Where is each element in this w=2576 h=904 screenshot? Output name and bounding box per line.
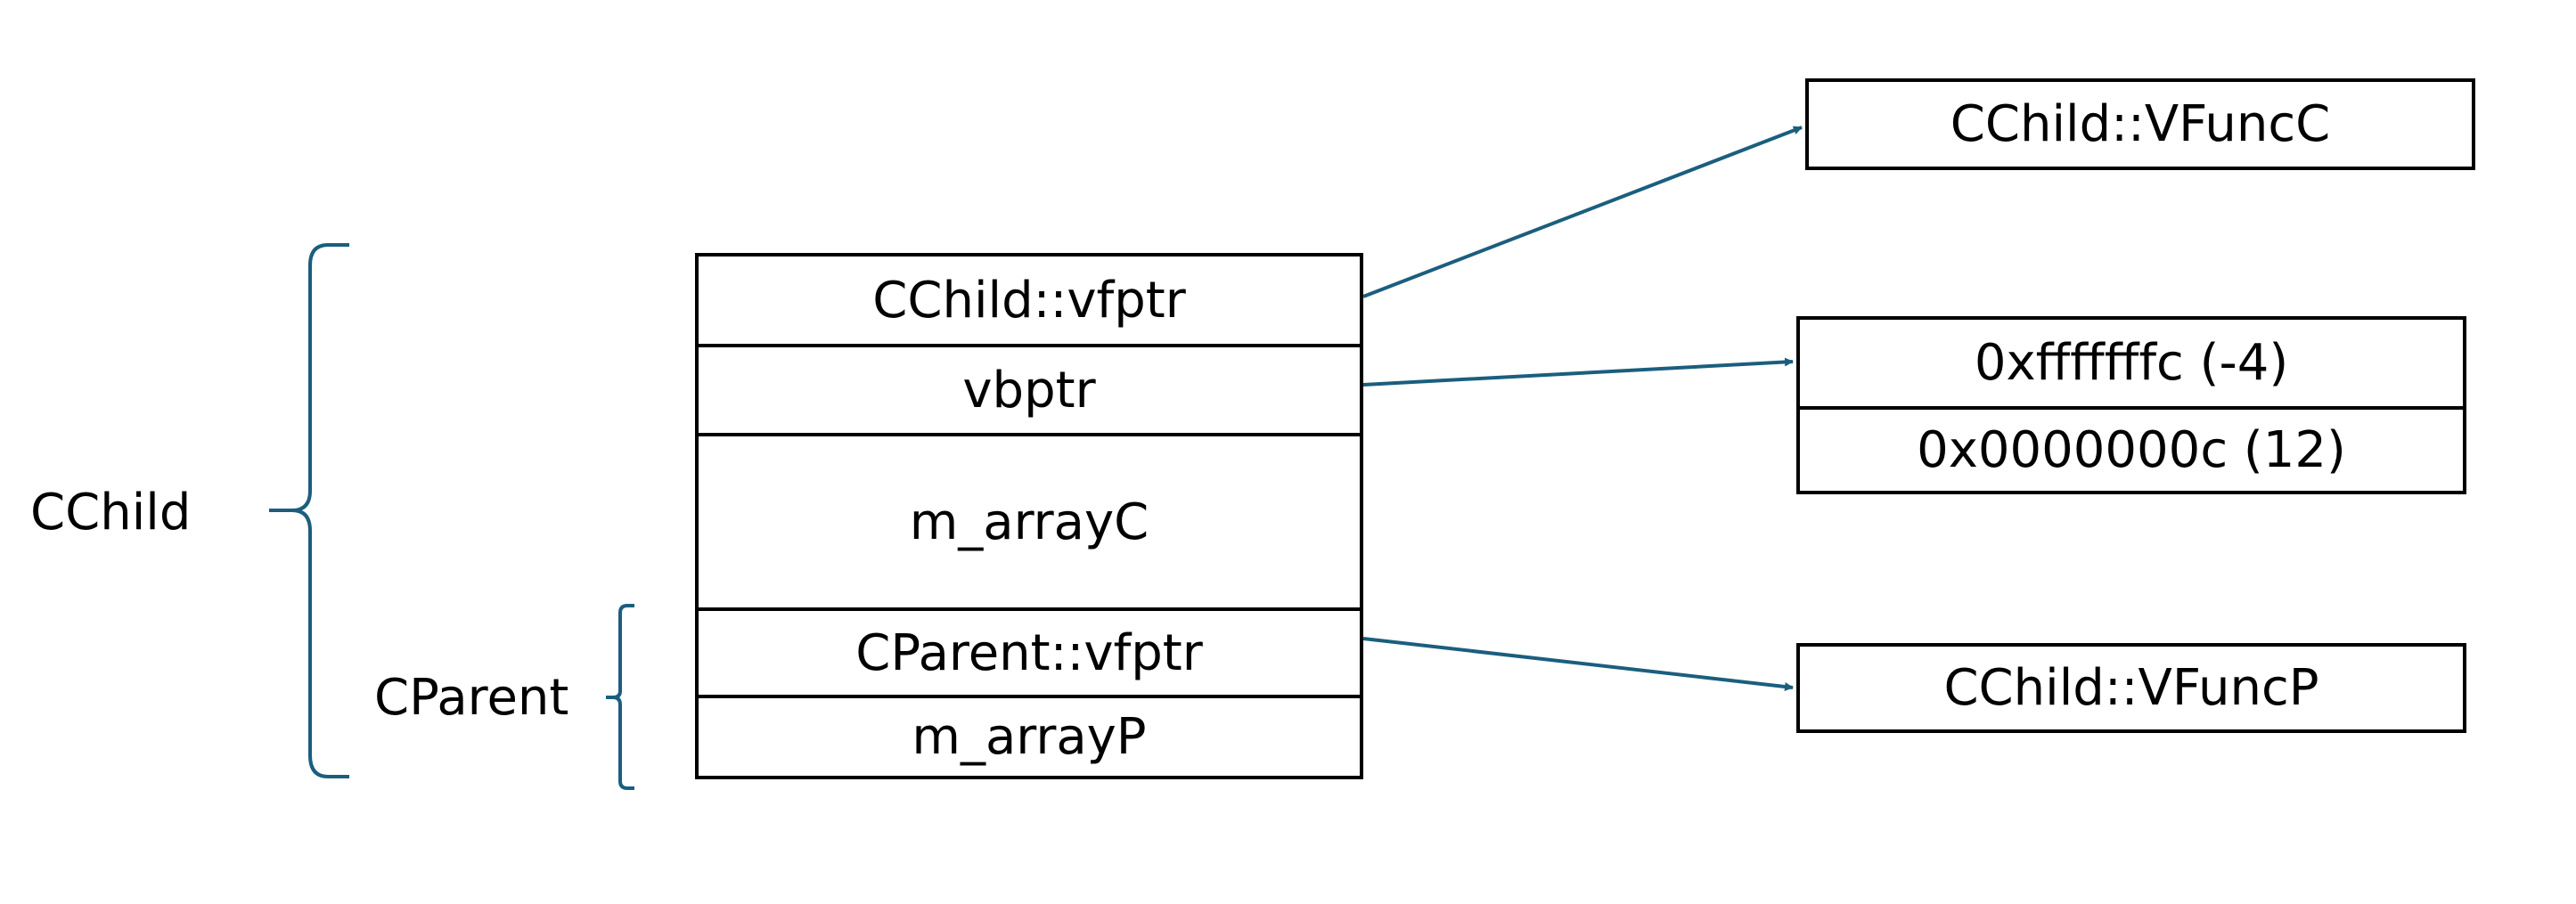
cchild-brace — [269, 243, 349, 778]
object-layout-box: CChild::vfptr vbptr m_arrayC CParent::vf… — [695, 253, 1363, 779]
vftable-vfuncp-box: CChild::VFuncP — [1796, 643, 2466, 733]
vbtable-entry-0: 0xfffffffc (-4) — [1974, 334, 2289, 392]
cparent-label: CParent — [374, 669, 569, 727]
vbtable-entry-1: 0x0000000c (12) — [1800, 406, 2463, 491]
arrow-vbptr-to-vbtable — [1362, 357, 1794, 387]
cchild-label: CChild — [30, 484, 192, 542]
arrow-parent-vfptr-to-vfuncp — [1362, 637, 1794, 691]
cparent-brace — [606, 604, 634, 790]
cell-m-arrayc: m_arrayC — [699, 433, 1360, 607]
vftable-vfuncc-box: CChild::VFuncC — [1805, 78, 2475, 170]
cell-cparent-vfptr: CParent::vfptr — [699, 607, 1360, 695]
vftable-vfuncc-entry: CChild::VFuncC — [1950, 95, 2331, 153]
cell-m-arrayp: m_arrayP — [699, 695, 1360, 776]
cell-vbptr: vbptr — [699, 344, 1360, 433]
vftable-vfuncp-entry: CChild::VFuncP — [1943, 659, 2319, 717]
cell-cchild-vfptr: CChild::vfptr — [872, 271, 1186, 330]
arrow-vfptr-to-vfuncc — [1362, 126, 1803, 298]
vbtable-box: 0xfffffffc (-4) 0x0000000c (12) — [1796, 316, 2466, 494]
